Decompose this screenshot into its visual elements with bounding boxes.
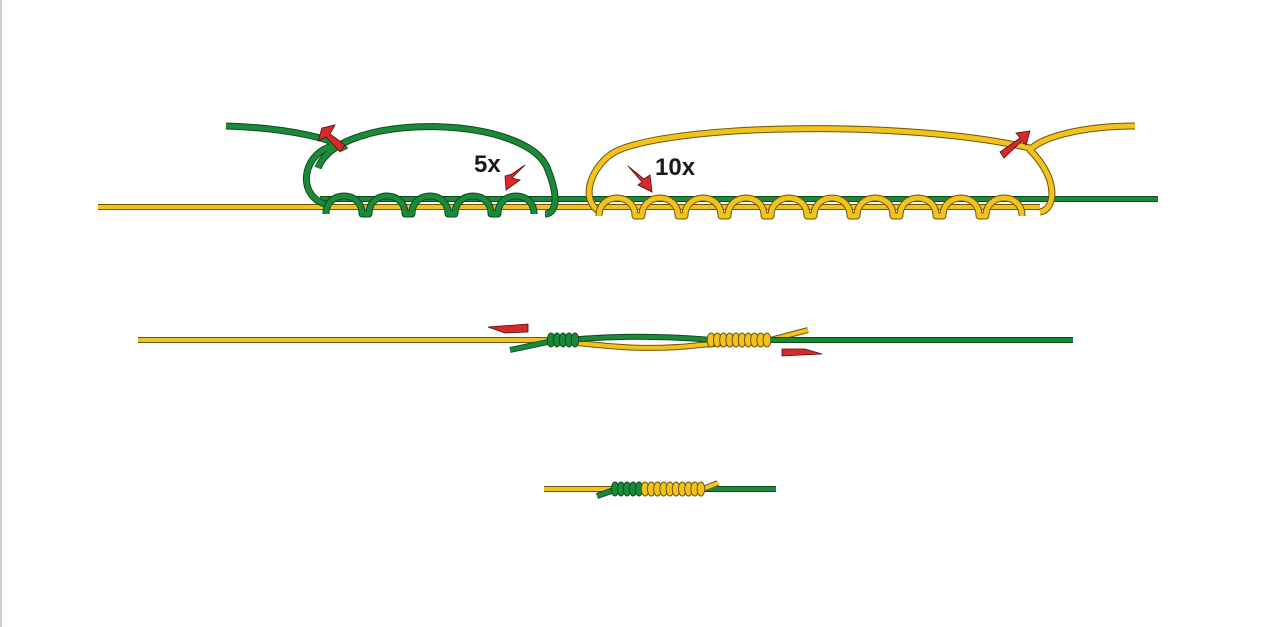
- arrow-pull-left: [487, 323, 529, 334]
- arrow-green-tag-up: [317, 124, 346, 153]
- step-2-pulling: [138, 323, 1073, 357]
- yellow-wrap-coils: [595, 194, 1026, 220]
- yellow-coil-beads-step2: [706, 332, 772, 348]
- yellow-tag-loop: [585, 122, 1136, 216]
- green-wrap-count-label: 5x: [474, 151, 501, 178]
- arrow-green-wrap-down: [504, 164, 526, 191]
- arrow-yellow-tag-up: [999, 130, 1031, 159]
- arrow-pull-right: [781, 348, 823, 357]
- green-coil-beads-step2: [546, 332, 580, 348]
- green-coil-beads-step3: [610, 481, 644, 497]
- step-1-wrapping: [98, 122, 1158, 220]
- green-wrap-coils: [322, 192, 538, 218]
- arrow-yellow-wrap-down: [627, 165, 653, 193]
- left-edge-divider: [0, 0, 2, 627]
- yellow-wrap-count-label: 10x: [655, 154, 696, 181]
- yellow-coil-beads-step3: [640, 481, 706, 497]
- step-3-finished: [544, 480, 776, 499]
